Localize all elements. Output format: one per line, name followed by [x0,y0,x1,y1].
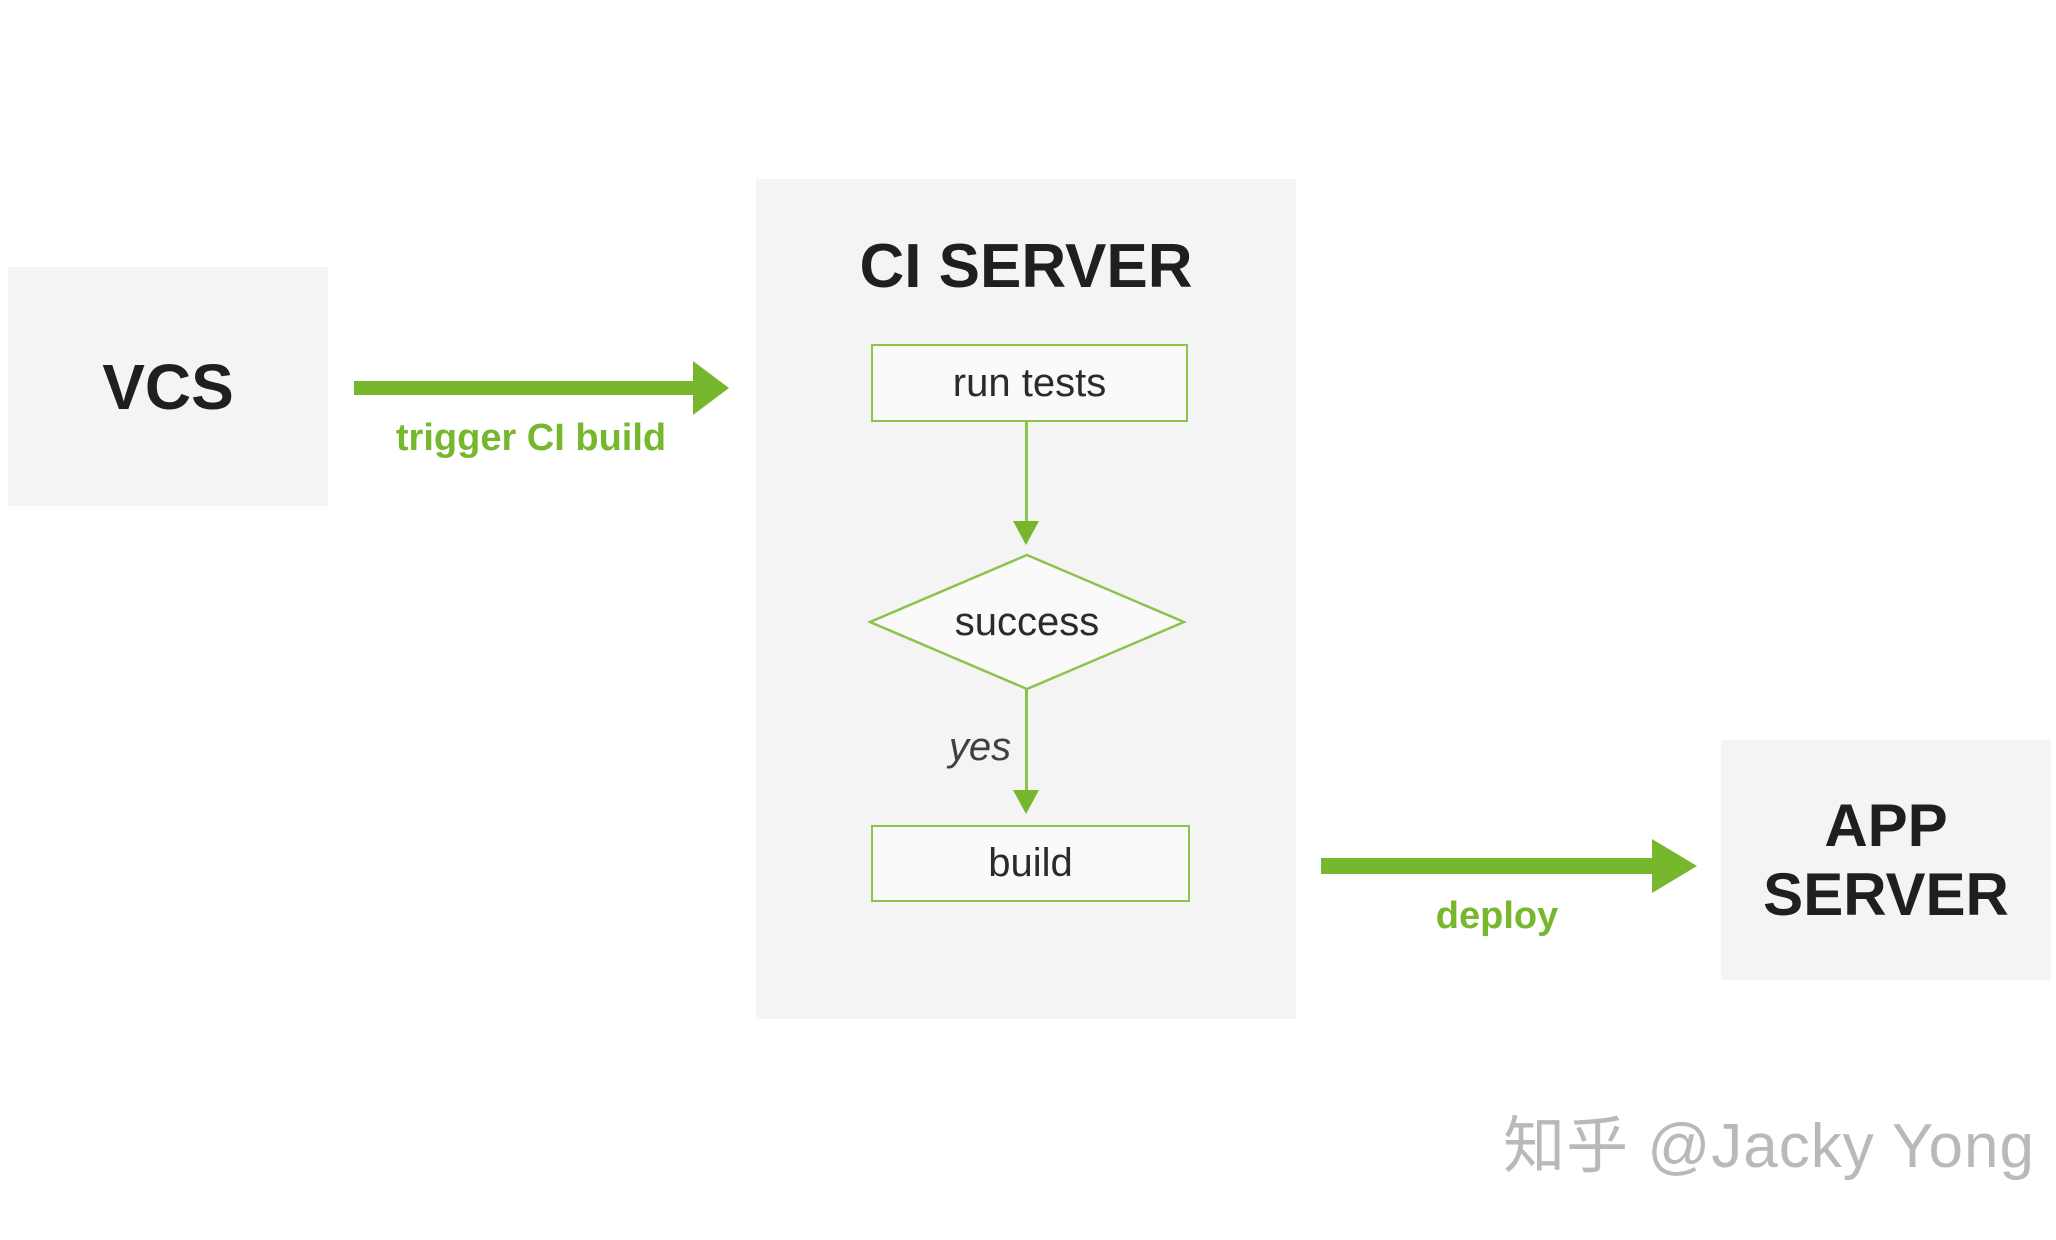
watermark-text: 知乎 @Jacky Yong [1503,1112,2035,1181]
app-server-label: APP SERVER [1763,792,2009,928]
deploy-arrow-shaft [1321,858,1652,874]
trigger-arrow-shaft [354,381,693,395]
trigger-edge-label: trigger CI build [395,417,667,459]
success-label: success [954,599,1100,644]
arrow-down-icon [1013,790,1039,814]
ci-server-title: CI SERVER [859,232,1193,301]
trigger-arrow-head-icon [693,361,729,415]
connector-run-tests-to-success [1025,422,1028,523]
vcs-label: VCS [102,350,234,423]
deploy-arrow-head-icon [1652,839,1697,893]
run-tests-label: run tests [952,360,1107,405]
ci-server-panel: CI SERVER run tests success yes build [756,179,1296,1019]
app-server-node: APP SERVER [1721,740,2051,980]
connector-success-to-build [1025,689,1028,792]
arrow-down-icon [1013,521,1039,545]
run-tests-step: run tests [871,344,1188,422]
build-step: build [871,825,1190,902]
deploy-edge-label: deploy [1435,895,1559,937]
yes-branch-label: yes [948,725,1012,769]
success-decision: success [868,553,1186,691]
vcs-node: VCS [8,267,328,506]
build-label: build [988,841,1073,885]
